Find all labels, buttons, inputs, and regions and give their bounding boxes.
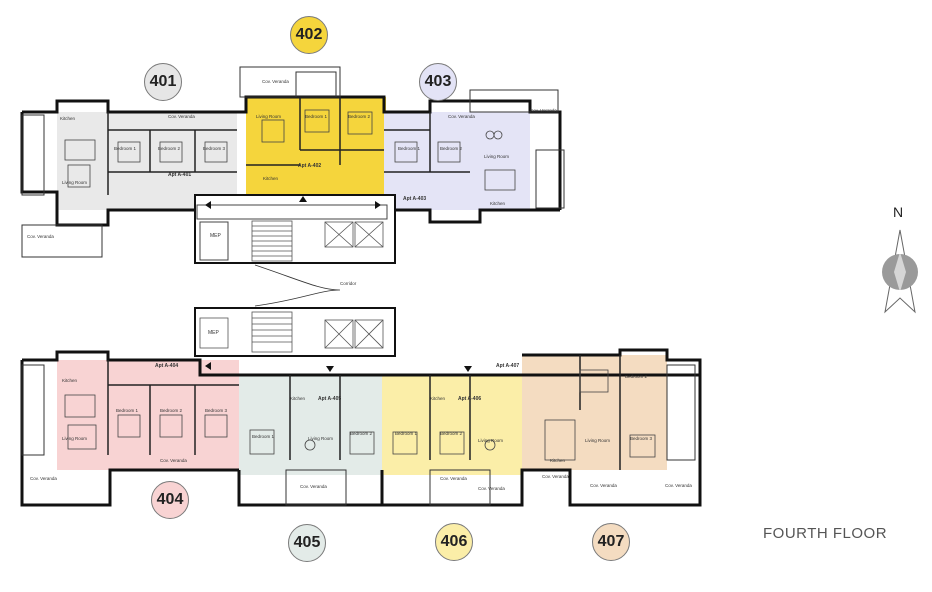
bedroom2-label-407: Bedroom 2: [625, 374, 648, 379]
living-label-404: Living Room: [62, 436, 87, 441]
living-label-406: Living Room: [478, 438, 503, 443]
unit-401-area[interactable]: [57, 112, 237, 210]
unit-402-area[interactable]: [246, 97, 386, 195]
living-label-407: Living Room: [585, 438, 610, 443]
unit-badge-405[interactable]: 405: [288, 524, 326, 562]
apt-label-404: Apt A-404: [155, 363, 178, 369]
veranda-label-403b: Cov. Veranda: [530, 108, 557, 113]
mep-label-bottom: MEP: [208, 330, 220, 336]
bedroom1-label-405: Bedroom 1: [252, 434, 275, 439]
veranda-label-401b: Cov. Veranda: [27, 234, 54, 239]
apt-label-402: Apt A-402: [298, 163, 321, 169]
veranda-label-407b: Cov. Veranda: [665, 483, 692, 488]
living-label-401: Living Room: [62, 180, 87, 185]
apt-label-406: Apt A-406: [458, 396, 481, 402]
kitchen-label-401: Kitchen: [60, 116, 76, 121]
apt-label-407: Apt A-407: [496, 363, 519, 369]
unit-407-area[interactable]: [522, 355, 667, 470]
north-label: N: [893, 204, 904, 220]
bedroom1-label-403: Bedroom 1: [398, 146, 421, 151]
apt-label-401: Apt A-401: [168, 172, 191, 178]
apt-label-405: Apt A-405: [318, 396, 341, 402]
kitchen-label-404: Kitchen: [62, 378, 78, 383]
kitchen-label-402: Kitchen: [263, 176, 279, 181]
veranda-label-406: Cov. Veranda: [440, 476, 467, 481]
bedroom1-label-402: Bedroom 1: [305, 114, 328, 119]
bedroom2-label-405: Bedroom 2: [350, 431, 373, 436]
unit-badge-406[interactable]: 406: [435, 523, 473, 561]
unit-badge-401[interactable]: 401: [144, 63, 182, 101]
unit-badge-403[interactable]: 403: [419, 63, 457, 101]
veranda-label-404: Cov. Veranda: [160, 458, 187, 463]
kitchen-label-403: Kitchen: [490, 201, 506, 206]
north-arrow-icon: [882, 229, 918, 314]
kitchen-label-405: Kitchen: [290, 396, 306, 401]
veranda-label-406b: Cov. Veranda: [478, 486, 505, 491]
kitchen-label-407: Kitchen: [550, 458, 566, 463]
unit-403-area[interactable]: [384, 112, 530, 210]
living-label-405: Living Room: [308, 436, 333, 441]
bedroom3-label-407: Bedroom 3: [630, 436, 653, 441]
veranda-label-405: Cov. Veranda: [300, 484, 327, 489]
bedroom2-label-404: Bedroom 2: [160, 408, 183, 413]
veranda-label-401: Cov. Veranda: [168, 114, 195, 119]
living-label-403: Living Room: [484, 154, 509, 159]
apt-label-403: Apt A-403: [403, 196, 426, 202]
bedroom2-label-402: Bedroom 2: [348, 114, 371, 119]
mep-label-top: MEP: [210, 233, 222, 239]
veranda-label-402: Cov. Veranda: [262, 79, 289, 84]
corridor-label: Corridor: [340, 281, 357, 286]
unit-406-area[interactable]: [382, 375, 522, 475]
unit-badge-404[interactable]: 404: [151, 481, 189, 519]
floor-title: FOURTH FLOOR: [763, 525, 888, 542]
bedroom3-label-404: Bedroom 3: [205, 408, 228, 413]
veranda-label-404b: Cov. Veranda: [30, 476, 57, 481]
bedroom1-label-401: Bedroom 1: [114, 146, 137, 151]
bedroom3-label-401: Bedroom 3: [203, 146, 226, 151]
unit-badge-407[interactable]: 407: [592, 523, 630, 561]
kitchen-label-406: Kitchen: [430, 396, 446, 401]
living-label-402: Living Room: [256, 114, 281, 119]
bedroom2-label-401: Bedroom 2: [158, 146, 181, 151]
unit-badge-402[interactable]: 402: [290, 16, 328, 54]
bedroom2-label-406: Bedroom 2: [440, 431, 463, 436]
veranda-label-407c: Cov. Veranda: [542, 474, 569, 479]
core-bottom: [194, 307, 396, 357]
bedroom1-label-406: Bedroom 1: [395, 431, 418, 436]
unit-405-area[interactable]: [239, 375, 382, 475]
veranda-label-403: Cov. Veranda: [448, 114, 475, 119]
bedroom1-label-404: Bedroom 1: [116, 408, 139, 413]
bedroom2-label-403: Bedroom 2: [440, 146, 463, 151]
veranda-label-407: Cov. Veranda: [590, 483, 617, 488]
